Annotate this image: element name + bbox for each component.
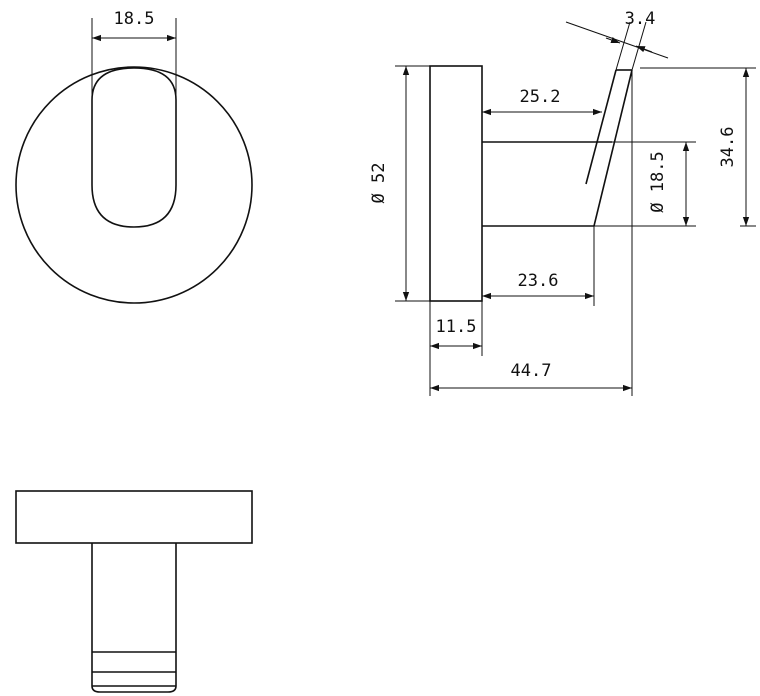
- top-post-end: [91, 685, 177, 693]
- side-base-plate: [429, 65, 483, 302]
- base-diameter-label: Ø 52: [369, 163, 389, 204]
- wall-ext-left: [615, 21, 631, 71]
- hook-reach-label: 25.2: [520, 87, 561, 107]
- overall-depth-label: 44.7: [511, 361, 552, 381]
- front-base-circle: [15, 66, 253, 304]
- post-diameter-label: Ø 18.5: [648, 151, 668, 212]
- post-length-label: 23.6: [518, 271, 559, 291]
- front-view: 18.5: [15, 9, 253, 304]
- top-view: [15, 490, 253, 693]
- wall-ext-right: [631, 21, 647, 71]
- wall-thickness-arrow-left: [605, 37, 621, 44]
- top-base-plate: [15, 490, 253, 544]
- hook-inner-edge: [585, 69, 617, 185]
- hook-height-label: 34.6: [718, 127, 738, 168]
- hook-outer-edge: [593, 69, 633, 227]
- base-thickness-label: 11.5: [436, 317, 477, 337]
- front-slot-outline: [91, 67, 177, 228]
- front-slot-width-label: 18.5: [114, 9, 155, 29]
- side-view: Ø 52 25.2 3.4 Ø 18.5 34.6 23.6 11.5: [369, 9, 756, 396]
- wall-thickness-label: 3.4: [625, 9, 656, 29]
